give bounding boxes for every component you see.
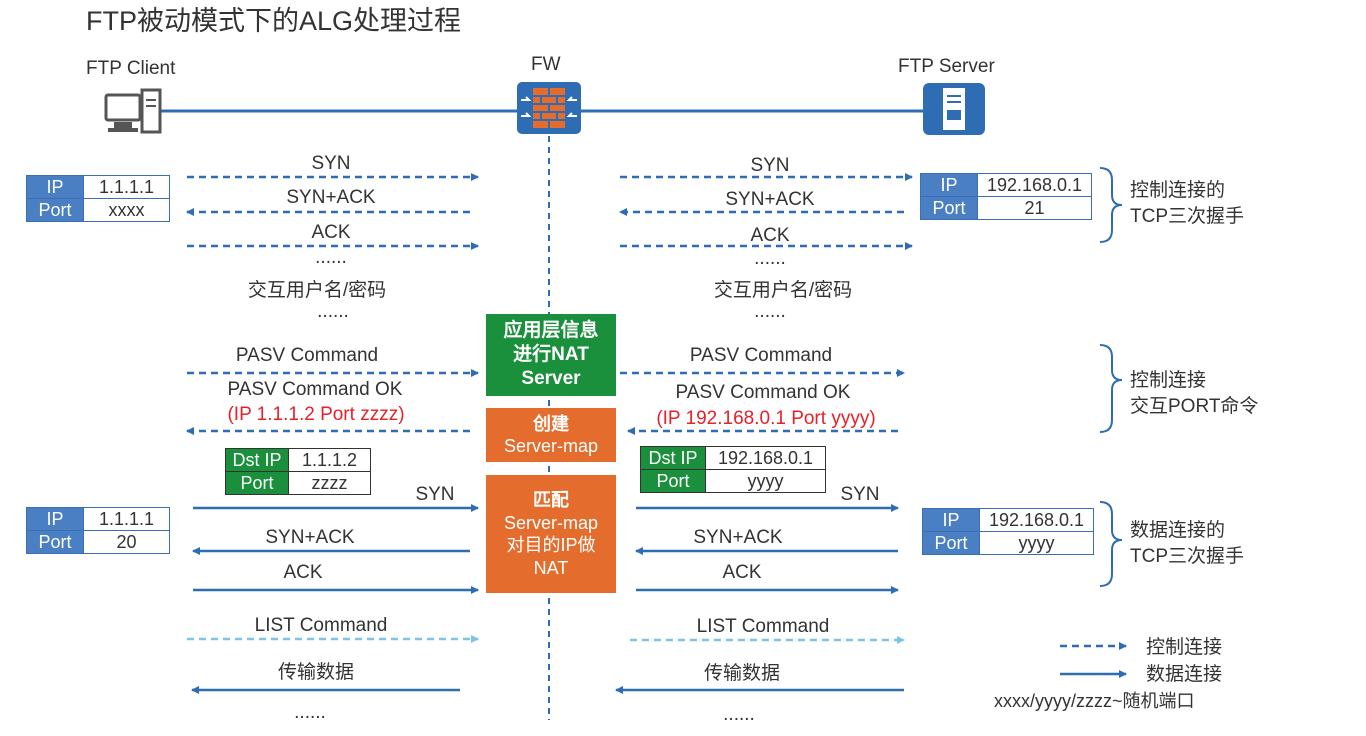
dst-ip-key: Dst IP xyxy=(226,449,288,471)
brace1-line2: TCP三次握手 xyxy=(1130,205,1244,227)
left-pasv-detail: (IP 1.1.1.2 Port zzzz) xyxy=(227,404,404,425)
nat-line1: 应用层信息 xyxy=(503,320,599,342)
fw-label: FW xyxy=(531,54,561,75)
left-data-dots: ...... xyxy=(294,702,326,723)
braces xyxy=(1099,167,1123,587)
right-data-synack: SYN+ACK xyxy=(693,527,783,548)
dst-ip-value: 1.1.1.2 xyxy=(288,449,370,471)
brace2-line1: 控制连接 xyxy=(1130,369,1206,391)
right-data-transfer: 传输数据 xyxy=(704,662,780,684)
right-pasv-cmd: PASV Command xyxy=(690,345,832,366)
firewall-icon xyxy=(517,82,581,134)
client-label: FTP Client xyxy=(86,58,176,79)
left-data-syn: SYN xyxy=(415,484,454,505)
port-value: yyyy xyxy=(705,470,825,492)
port-key: Port xyxy=(921,197,977,219)
list-arrows xyxy=(187,635,905,644)
legend-data: 数据连接 xyxy=(1146,663,1222,685)
ip-value: 192.168.0.1 xyxy=(977,174,1091,196)
match-line1: 匹配 xyxy=(533,490,569,510)
port-key: Port xyxy=(641,470,705,492)
nat-line2: 进行NAT xyxy=(513,344,589,366)
server-label: FTP Server xyxy=(898,56,995,77)
legend-ports: xxxx/yyyy/zzzz~随机端口 xyxy=(994,691,1195,711)
right-msg-syn: SYN xyxy=(750,155,789,176)
ctrl-arrows xyxy=(186,173,913,435)
computer-icon xyxy=(104,88,162,134)
right-msg-auth: 交互用户名/密码 xyxy=(714,279,852,301)
left-msg-dots2: ...... xyxy=(317,301,349,322)
ip-value: 1.1.1.1 xyxy=(83,176,169,198)
left-msg-syn: SYN xyxy=(311,153,350,174)
ip-key: IP xyxy=(27,176,83,198)
server-icon xyxy=(923,83,985,135)
legend: 控制连接 数据连接 xxxx/yyyy/zzzz~随机端口 xyxy=(994,636,1222,711)
right-data-list: LIST Command xyxy=(697,616,830,637)
port-key: Port xyxy=(27,199,83,221)
data-arrows xyxy=(191,504,904,694)
right-pasv-detail: (IP 192.168.0.1 Port yyyy) xyxy=(656,408,875,429)
match-line3: 对目的IP做 xyxy=(506,535,596,555)
left-pasv-ok: PASV Command OK xyxy=(228,379,403,400)
right-data-syn: SYN xyxy=(840,484,879,505)
brace3-line1: 数据连接的 xyxy=(1130,519,1225,541)
port-key: Port xyxy=(27,531,83,553)
right-msg-ack: ACK xyxy=(750,225,789,246)
port-value: yyyy xyxy=(979,532,1093,554)
create-line1: 创建 xyxy=(533,413,569,434)
brace3-line2: TCP三次握手 xyxy=(1130,545,1244,567)
right-data-ack: ACK xyxy=(722,562,761,583)
left-msg-synack: SYN+ACK xyxy=(286,187,376,208)
left-data-list: LIST Command xyxy=(255,615,388,636)
right-msg-synack: SYN+ACK xyxy=(725,189,815,210)
left-msg-dots1: ...... xyxy=(315,247,347,268)
ip-key: IP xyxy=(921,174,977,196)
port-key: Port xyxy=(226,472,288,494)
match-line2: Server-map xyxy=(503,512,599,533)
left-data-transfer: 传输数据 xyxy=(278,661,354,683)
nat-line3: Server xyxy=(521,367,581,389)
left-pasv-cmd: PASV Command xyxy=(236,345,378,366)
port-value: 21 xyxy=(977,197,1091,219)
legend-ctrl: 控制连接 xyxy=(1146,636,1222,658)
left-data-ack: ACK xyxy=(283,562,322,583)
port-value: zzzz xyxy=(288,472,370,494)
match-servermap-box: 匹配 Server-map 对目的IP做 NAT xyxy=(486,475,616,593)
create-line2: Server-map xyxy=(503,436,599,456)
port-key: Port xyxy=(923,532,979,554)
ip-key: IP xyxy=(923,509,979,531)
brace1-line1: 控制连接的 xyxy=(1130,179,1225,201)
port-value: xxxx xyxy=(83,199,169,221)
nat-server-box: 应用层信息 进行NAT Server xyxy=(486,314,616,396)
left-msg-ack: ACK xyxy=(311,222,350,243)
brace2-line2: 交互PORT命令 xyxy=(1130,395,1258,417)
ip-value: 1.1.1.1 xyxy=(83,508,169,530)
ip-value: 192.168.0.1 xyxy=(979,509,1093,531)
match-line4: NAT xyxy=(533,557,569,578)
right-pasv-ok: PASV Command OK xyxy=(676,382,851,403)
ip-key: IP xyxy=(27,508,83,530)
dst-ip-value: 192.168.0.1 xyxy=(705,447,825,469)
create-servermap-box: 创建 Server-map xyxy=(486,408,616,462)
left-data-synack: SYN+ACK xyxy=(265,527,355,548)
right-data-dots: ...... xyxy=(723,704,755,725)
dst-ip-key: Dst IP xyxy=(641,447,705,469)
right-msg-dots1: ...... xyxy=(754,248,786,269)
port-value: 20 xyxy=(83,531,169,553)
left-msg-auth: 交互用户名/密码 xyxy=(248,279,386,301)
right-msg-dots2: ...... xyxy=(754,301,786,322)
page-title: FTP被动模式下的ALG处理过程 xyxy=(86,6,461,36)
